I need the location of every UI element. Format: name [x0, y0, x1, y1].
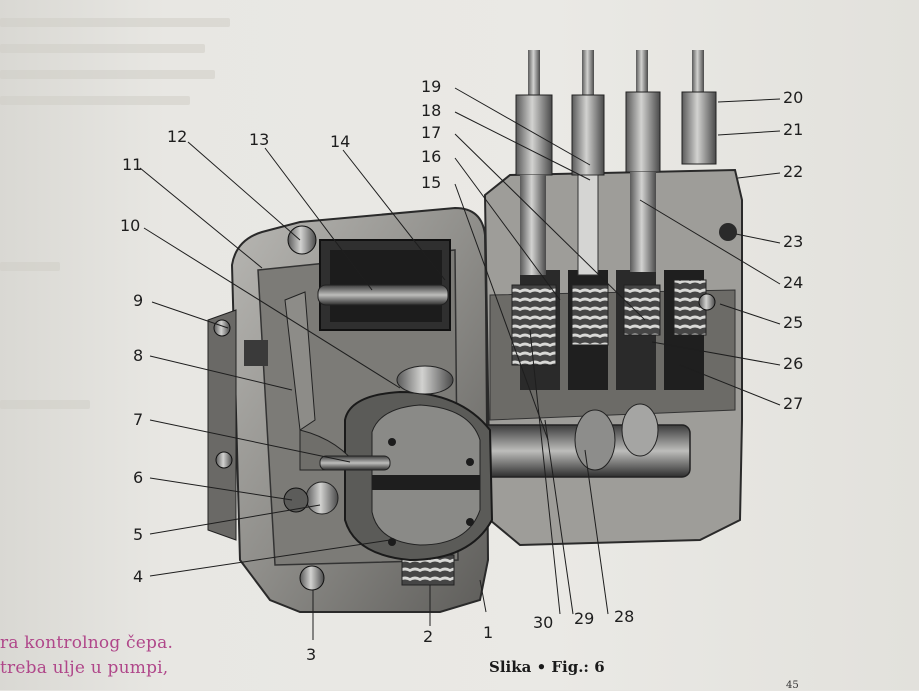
callout-24: 24 — [783, 273, 804, 292]
callout-21: 21 — [783, 120, 804, 139]
governor-flyweights — [344, 365, 494, 562]
bleed-through-text — [0, 70, 215, 79]
bleed-through-text — [0, 44, 205, 53]
callout-20: 20 — [783, 88, 804, 107]
callout-17: 17 — [421, 123, 442, 142]
callout-1: 1 — [483, 623, 494, 642]
callout-26: 26 — [783, 354, 804, 373]
callout-23: 23 — [783, 232, 804, 251]
body-text-line-2: treba ulje u pumpi, — [0, 658, 169, 678]
callout-18: 18 — [421, 101, 442, 120]
callout-12: 12 — [167, 127, 188, 146]
delivery-valve-holders — [515, 50, 717, 276]
callout-27: 27 — [783, 394, 804, 413]
callout-14: 14 — [330, 132, 351, 151]
callout-28: 28 — [614, 607, 635, 626]
bleed-through-text — [0, 262, 60, 271]
bleed-through-text — [0, 96, 190, 105]
callout-10: 10 — [120, 216, 141, 235]
bleed-through-text — [0, 18, 230, 27]
callout-8: 8 — [133, 346, 144, 365]
body-text-line-1: ra kontrolnog čepa. — [0, 633, 174, 653]
callout-25: 25 — [783, 313, 804, 332]
callout-7: 7 — [133, 410, 144, 429]
callout-15: 15 — [421, 173, 442, 192]
callout-6: 6 — [133, 468, 144, 487]
callout-19: 19 — [421, 77, 442, 96]
bleed-through-text — [0, 400, 90, 409]
callout-4: 4 — [133, 567, 144, 586]
housing-flange — [207, 223, 737, 591]
leader-lines — [139, 87, 781, 640]
callout-29: 29 — [574, 609, 595, 628]
page-number: 45 — [786, 680, 799, 691]
callout-9: 9 — [133, 291, 144, 310]
callout-11: 11 — [122, 155, 143, 174]
callout-5: 5 — [133, 525, 144, 544]
callout-22: 22 — [783, 162, 804, 181]
callout-13: 13 — [249, 130, 270, 149]
figure-caption: Slika • Fig.: 6 — [489, 658, 605, 676]
callout-3: 3 — [306, 645, 317, 664]
callout-30: 30 — [533, 613, 554, 632]
callout-16: 16 — [421, 147, 442, 166]
callout-2: 2 — [423, 627, 434, 646]
